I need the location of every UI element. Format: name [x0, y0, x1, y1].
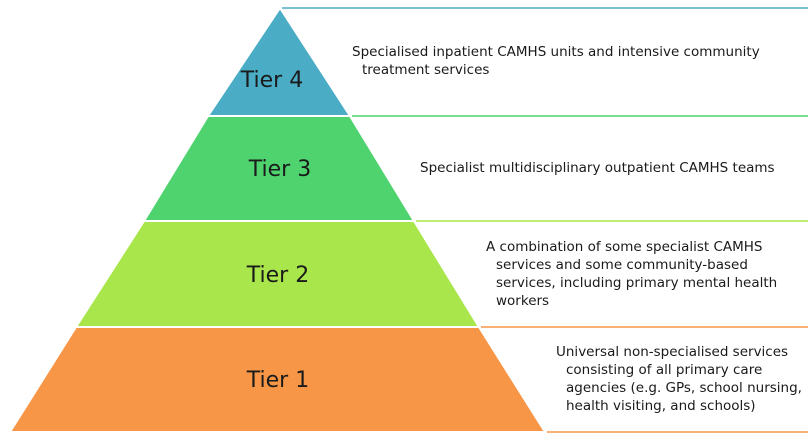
tier-4-band: [206, 6, 352, 117]
tier-2-group: Tier 2 A combination of some specialist …: [74, 220, 808, 328]
tier-2-description-line: A combination of some specialist CAMHS: [486, 239, 763, 255]
tier-1-label: Tier 1: [246, 368, 309, 393]
tier-4-group: Tier 4 Specialised inpatient CAMHS units…: [206, 6, 808, 117]
tier-1-description: Universal non-specialised services consi…: [556, 344, 806, 414]
tier-4-description: Specialised inpatient CAMHS units and in…: [352, 44, 764, 78]
tier-1-band: [8, 326, 547, 433]
tier-1-description-line: consisting of all primary care: [566, 362, 762, 378]
tier-4-label: Tier 4: [240, 68, 303, 93]
tier-1-group: Tier 1 Universal non-specialised service…: [8, 326, 808, 433]
tier-2-description: A combination of some specialist CAMHS s…: [486, 239, 782, 309]
tier-4-description-line: treatment services: [362, 62, 489, 78]
tier-4-description-line: Specialised inpatient CAMHS units and in…: [352, 44, 760, 60]
tier-3-group: Tier 3 Specialist multidisciplinary outp…: [142, 115, 808, 222]
tier-1-description-line: agencies (e.g. GPs, school nursing,: [566, 380, 802, 396]
tier-2-label: Tier 2: [246, 263, 309, 288]
tier-3-description-line: Specialist multidisciplinary outpatient …: [420, 160, 775, 176]
tier-3-label: Tier 3: [248, 157, 311, 182]
tier-1-description-line: health visiting, and schools): [566, 398, 756, 414]
tier-2-description-line: services, including primary mental healt…: [496, 275, 777, 291]
tier-2-description-line: workers: [496, 293, 549, 309]
tier-3-description: Specialist multidisciplinary outpatient …: [420, 160, 775, 176]
tier-2-description-line: services and some community-based: [496, 257, 748, 273]
tier-1-description-line: Universal non-specialised services: [556, 344, 788, 360]
